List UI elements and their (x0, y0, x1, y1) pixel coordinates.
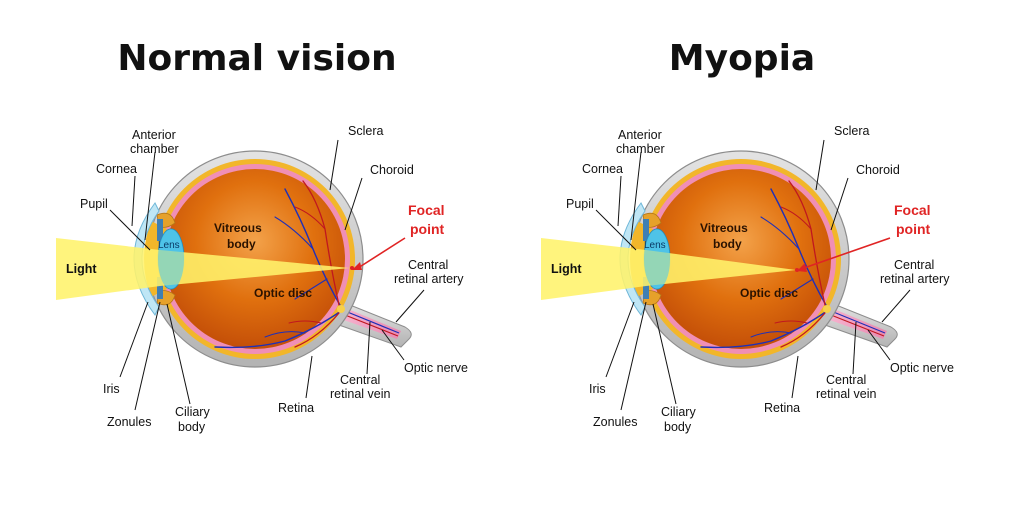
myopia-title: Myopia (668, 38, 816, 79)
normal-label-retina: Retina (278, 401, 314, 415)
normal-label-choroid: Choroid (370, 163, 414, 177)
myopia-label-choroid: Choroid (856, 163, 900, 177)
normal-label-zonules: Zonules (107, 415, 151, 429)
normal-label-lens: Lens (158, 240, 180, 251)
normal-label-vitreous-body-1: Vitreous (214, 221, 262, 235)
normal-label-optic-nerve: Optic nerve (404, 361, 468, 375)
normal-label-optic-disc: Optic disc (254, 286, 312, 300)
normal-label-focal-point-2: point (410, 221, 445, 237)
myopia-label-lens: Lens (644, 240, 666, 251)
myopia-label-vitreous-body-1: Vitreous (700, 221, 748, 235)
myopia-label-focal-point-1: Focal (894, 202, 931, 218)
myopia-label-central-retinal-vein-1: Central (826, 373, 866, 387)
normal-label-central-retinal-artery-2: retinal artery (394, 272, 464, 286)
myopia-label-retina: Retina (764, 401, 800, 415)
normal-label-anterior-chamber-2: chamber (130, 142, 179, 156)
myopia-label-vitreous-body-2: body (713, 237, 742, 251)
normal-light-beam (56, 238, 350, 300)
myopia-label-pupil: Pupil (566, 197, 594, 211)
myopia-label-central-retinal-artery-2: retinal artery (880, 272, 950, 286)
myopia-label-anterior-chamber-1: Anterior (618, 128, 662, 142)
normal-label-focal-point-1: Focal (408, 202, 445, 218)
normal-label-ciliary-body-1: Ciliary (175, 405, 210, 419)
myopia-label-ciliary-body-1: Ciliary (661, 405, 696, 419)
myopia-label-optic-disc: Optic disc (740, 286, 798, 300)
myopia-label-light: Light (551, 262, 582, 276)
myopia-label-ciliary-body-2: body (664, 420, 692, 434)
normal-vision-title: Normal vision (117, 38, 397, 79)
myopia-label-central-retinal-artery-1: Central (894, 258, 934, 272)
normal-label-vitreous-body-2: body (227, 237, 256, 251)
normal-label-cornea: Cornea (96, 162, 137, 176)
myopia-label-zonules: Zonules (593, 415, 637, 429)
myopia-label-central-retinal-vein-2: retinal vein (816, 387, 876, 401)
normal-label-pupil: Pupil (80, 197, 108, 211)
normal-label-sclera: Sclera (348, 124, 383, 138)
myopia-label-cornea: Cornea (582, 162, 623, 176)
myopia-label-iris: Iris (589, 382, 606, 396)
myopia-label-sclera: Sclera (834, 124, 869, 138)
normal-label-central-retinal-vein-1: Central (340, 373, 380, 387)
normal-label-central-retinal-artery-1: Central (408, 258, 448, 272)
myopia-label-optic-nerve: Optic nerve (890, 361, 954, 375)
normal-label-anterior-chamber-1: Anterior (132, 128, 176, 142)
myopia-eye-panel: Anterior chamber Cornea Pupil Light Lens… (541, 124, 954, 434)
normal-label-light: Light (66, 262, 97, 276)
normal-eye-panel: Anterior chamber Cornea Pupil Light Lens… (56, 124, 468, 434)
myopia-label-focal-point-2: point (896, 221, 931, 237)
normal-label-central-retinal-vein-2: retinal vein (330, 387, 390, 401)
normal-label-iris: Iris (103, 382, 120, 396)
normal-label-ciliary-body-2: body (178, 420, 206, 434)
myopia-label-anterior-chamber-2: chamber (616, 142, 665, 156)
